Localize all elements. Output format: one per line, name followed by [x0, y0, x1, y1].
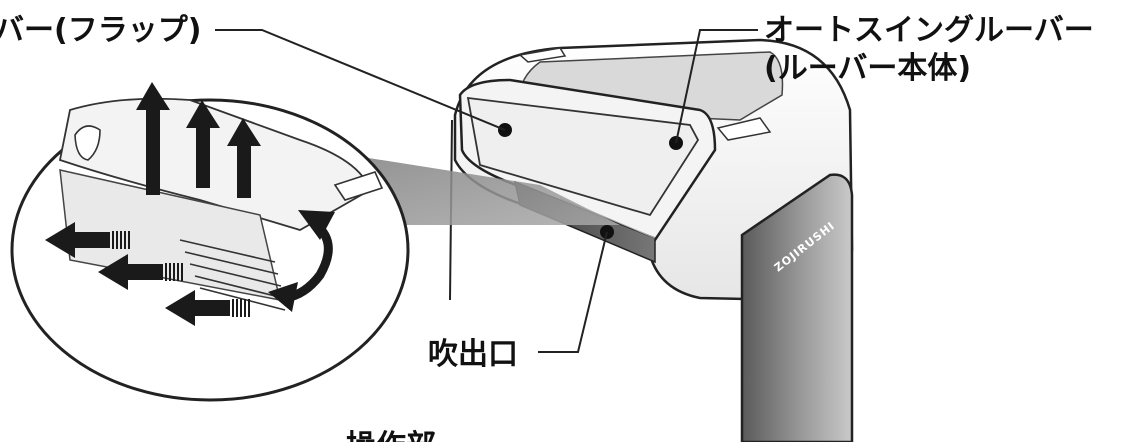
airflow-arrows [45, 222, 250, 326]
airflow-arrow-2 [98, 254, 183, 290]
vent-slats [179, 239, 286, 311]
label-outlet: 吹出口 [428, 337, 518, 372]
top-clip-right [716, 117, 772, 141]
zoom-bubble [10, 82, 410, 402]
side-panel-shape [740, 173, 854, 442]
up-arrows [136, 82, 261, 198]
top-clip-left [518, 47, 567, 63]
detail-top-surface [58, 97, 372, 231]
label-louver-body: (ルーバー本体) [764, 51, 971, 86]
swing-arrow-head-top [298, 210, 335, 240]
flap-panel [466, 96, 700, 217]
airflow-arrow-1 [45, 222, 130, 258]
leader-outlet [538, 231, 608, 353]
detail-clip [333, 171, 384, 201]
side-panel: ZOJIRUSHI [740, 173, 854, 442]
leader-louver [675, 29, 758, 144]
up-arrow-3 [227, 118, 261, 198]
leader-lines [215, 29, 758, 353]
leader-flap [215, 29, 506, 131]
swing-arrow [268, 210, 335, 312]
airflow-arrow-3 [165, 290, 250, 326]
up-arrow-2 [186, 100, 220, 188]
detail-left-curl [74, 125, 101, 161]
label-flap-louver: バー(フラップ) [0, 13, 201, 48]
label-operation-partial: 操作部 [346, 429, 436, 442]
label-auto-swing-louver: オートスイングルーバー [764, 13, 1094, 48]
up-arrow-1 [136, 82, 170, 195]
swing-arrow-head-bottom [268, 282, 298, 312]
